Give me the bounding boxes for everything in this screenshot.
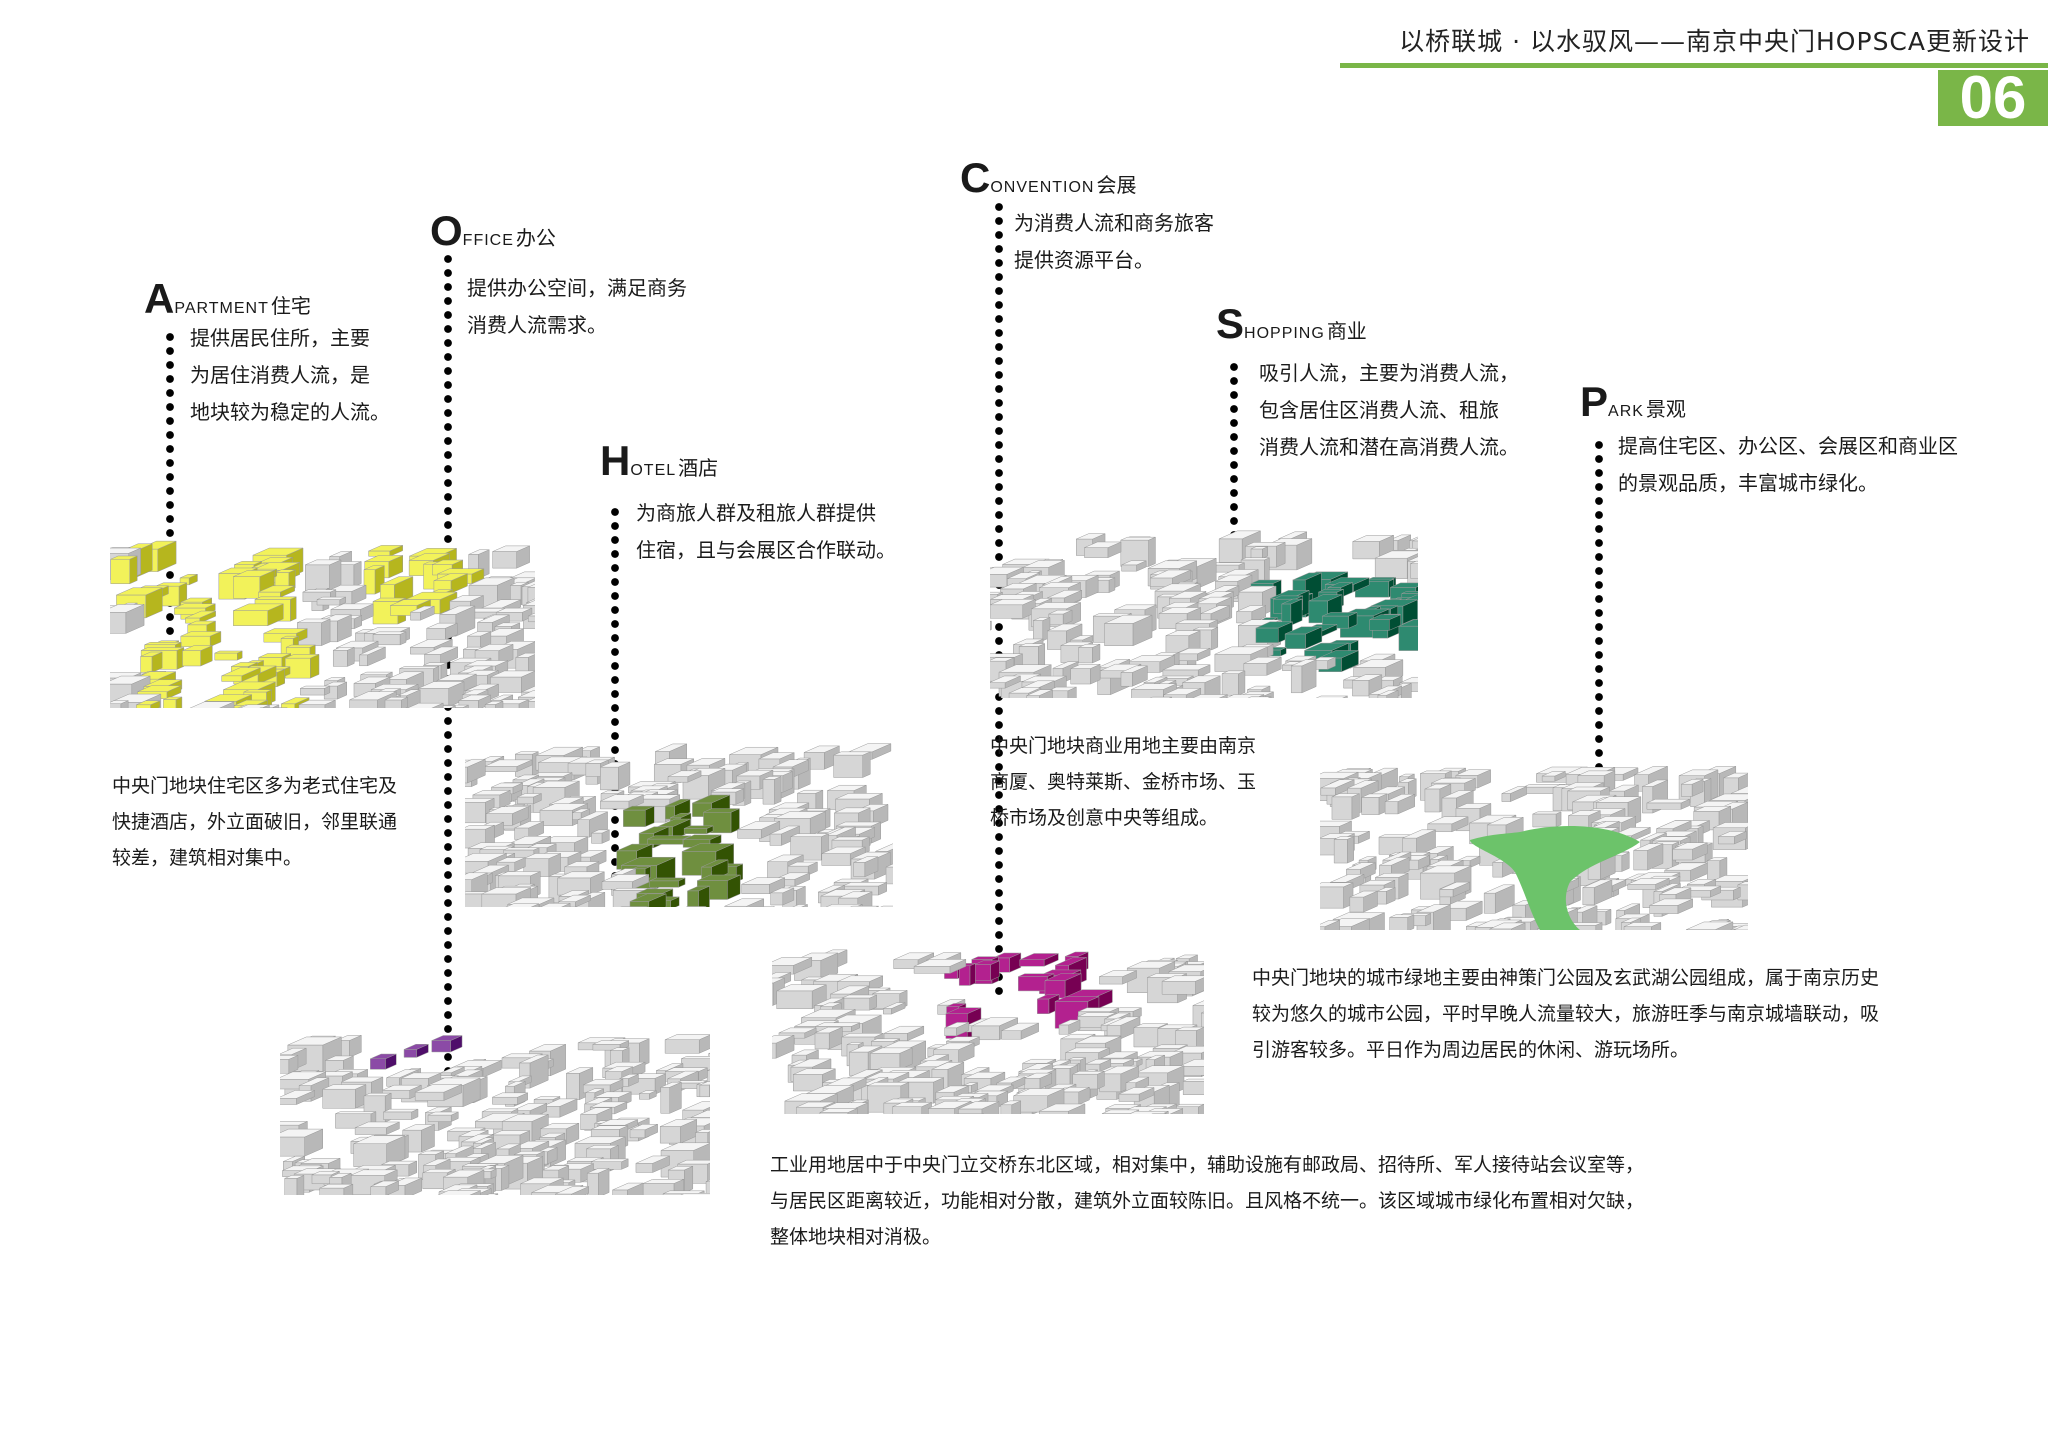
- map-shopping: [990, 530, 1418, 698]
- paragraph-industrial: 工业用地居中于中央门立交桥东北区域，相对集中，辅助设施有邮政局、招待所、军人接待…: [770, 1147, 1644, 1255]
- heading-chinese: 办公: [515, 226, 556, 250]
- header-title: 以桥联城 · 以水驭风——南京中央门HOPSCA更新设计: [1399, 27, 2030, 56]
- desc-line: 地块较为稳定的人流。: [190, 400, 390, 424]
- heading-initial: C: [960, 154, 991, 201]
- map-buildings: [772, 949, 1204, 1114]
- heading-hotel: Hotel酒店: [600, 440, 718, 482]
- heading-english: onvention: [990, 179, 1095, 196]
- heading-initial: A: [144, 275, 175, 322]
- desc-line: 为商旅人群及租旅人群提供: [636, 501, 876, 525]
- paragraph-line: 与居民区距离较近，功能相对分散，建筑外立面较陈旧。且风格不统一。该区域城市绿化布…: [770, 1190, 1645, 1212]
- desc-apartment: 提供居民住所，主要 为居住消费人流，是 地块较为稳定的人流。: [190, 320, 390, 431]
- map-buildings: [1320, 765, 1748, 930]
- desc-line: 住宿，且与会展区合作联动。: [636, 538, 896, 562]
- heading-convention: Convention会展: [960, 157, 1136, 199]
- map-office: [280, 1034, 710, 1195]
- paragraph-line: 商厦、奥特莱斯、金桥市场、玉: [990, 771, 1257, 793]
- desc-line: 吸引人流，主要为消费人流，: [1259, 361, 1519, 385]
- heading-chinese: 商业: [1326, 319, 1367, 343]
- paragraph-line: 中央门地块商业用地主要由南京: [990, 735, 1257, 757]
- paragraph-green: 中央门地块的城市绿地主要由神策门公园及玄武湖公园组成，属于南京历史 较为悠久的城…: [1252, 960, 1879, 1068]
- paragraph-line: 较差，建筑相对集中。: [112, 847, 303, 869]
- desc-line: 提供资源平台。: [1014, 248, 1154, 272]
- desc-convention: 为消费人流和商务旅客 提供资源平台。: [1014, 205, 1214, 279]
- heading-park: Park景观: [1580, 381, 1686, 423]
- desc-hotel: 为商旅人群及租旅人群提供 住宿，且与会展区合作联动。: [636, 495, 896, 569]
- desc-line: 的景观品质，丰富城市绿化。: [1618, 471, 1878, 495]
- desc-line: 提供居民住所，主要: [190, 326, 370, 350]
- heading-initial: P: [1580, 378, 1609, 425]
- heading-initial: H: [600, 437, 631, 484]
- desc-line: 提供办公空间，满足商务: [467, 276, 687, 300]
- paragraph-line: 快捷酒店，外立面破旧，邻里联通: [112, 811, 398, 833]
- heading-chinese: 景观: [1645, 397, 1686, 421]
- heading-english: hopping: [1244, 325, 1325, 342]
- map-apartment: [110, 540, 535, 708]
- map-buildings: [280, 1034, 710, 1195]
- map-buildings: [110, 540, 535, 708]
- page-number: 06: [1938, 68, 2048, 128]
- paragraph-commercial: 中央门地块商业用地主要由南京 商厦、奥特莱斯、金桥市场、玉 桥市场及创意中央等组…: [990, 728, 1256, 836]
- heading-english: ark: [1608, 403, 1644, 420]
- paragraph-line: 引游客较多。平日作为周边居民的休闲、游玩场所。: [1252, 1039, 1690, 1061]
- park-area: [1470, 826, 1640, 930]
- heading-english: ffice: [462, 232, 514, 249]
- heading-chinese: 会展: [1096, 173, 1137, 197]
- map-park: [1320, 765, 1748, 930]
- desc-park: 提高住宅区、办公区、会展区和商业区 的景观品质，丰富城市绿化。: [1618, 428, 1958, 502]
- shopping-leader: [1230, 360, 1238, 540]
- paragraph-line: 工业用地居中于中央门立交桥东北区域，相对集中，辅助设施有邮政局、招待所、军人接待…: [770, 1154, 1645, 1176]
- apartment-leader: [166, 330, 174, 650]
- paragraph-residential: 中央门地块住宅区多为老式住宅及 快捷酒店，外立面破旧，邻里联通 较差，建筑相对集…: [112, 768, 397, 876]
- heading-english: otel: [630, 462, 677, 479]
- heading-chinese: 住宅: [270, 294, 311, 318]
- paragraph-line: 中央门地块住宅区多为老式住宅及: [112, 775, 398, 797]
- paragraph-line: 整体地块相对消极。: [770, 1226, 942, 1248]
- desc-shopping: 吸引人流，主要为消费人流， 包含居住区消费人流、租旅 消费人流和潜在高消费人流。: [1259, 355, 1519, 466]
- desc-office: 提供办公空间，满足商务 消费人流需求。: [467, 270, 687, 344]
- hotel-leader: [611, 505, 619, 890]
- desc-line: 提高住宅区、办公区、会展区和商业区: [1618, 434, 1958, 458]
- park-leader: [1595, 438, 1603, 838]
- header-rule: [1340, 63, 2048, 68]
- desc-line: 为消费人流和商务旅客: [1014, 211, 1214, 235]
- map-buildings: [990, 530, 1418, 698]
- desc-line: 消费人流和潜在高消费人流。: [1259, 435, 1519, 459]
- paragraph-line: 中央门地块的城市绿地主要由神策门公园及玄武湖公园组成，属于南京历史: [1252, 967, 1880, 989]
- desc-line: 为居住消费人流，是: [190, 363, 370, 387]
- paragraph-line: 较为悠久的城市公园，平时早晚人流量较大，旅游旺季与南京城墙联动，吸: [1252, 1003, 1880, 1025]
- map-hotel: [465, 743, 893, 907]
- map-convention: [772, 949, 1204, 1114]
- heading-english: partment: [174, 300, 269, 317]
- desc-line: 包含居住区消费人流、租旅: [1259, 398, 1499, 422]
- heading-office: Office办公: [430, 210, 556, 252]
- heading-shopping: Shopping商业: [1216, 303, 1367, 345]
- heading-initial: S: [1216, 300, 1245, 347]
- map-buildings: [465, 743, 893, 907]
- heading-apartment: Apartment住宅: [144, 278, 311, 320]
- paragraph-line: 桥市场及创意中央等组成。: [990, 807, 1219, 829]
- desc-line: 消费人流需求。: [467, 313, 607, 337]
- heading-initial: O: [430, 207, 463, 254]
- heading-chinese: 酒店: [678, 456, 719, 480]
